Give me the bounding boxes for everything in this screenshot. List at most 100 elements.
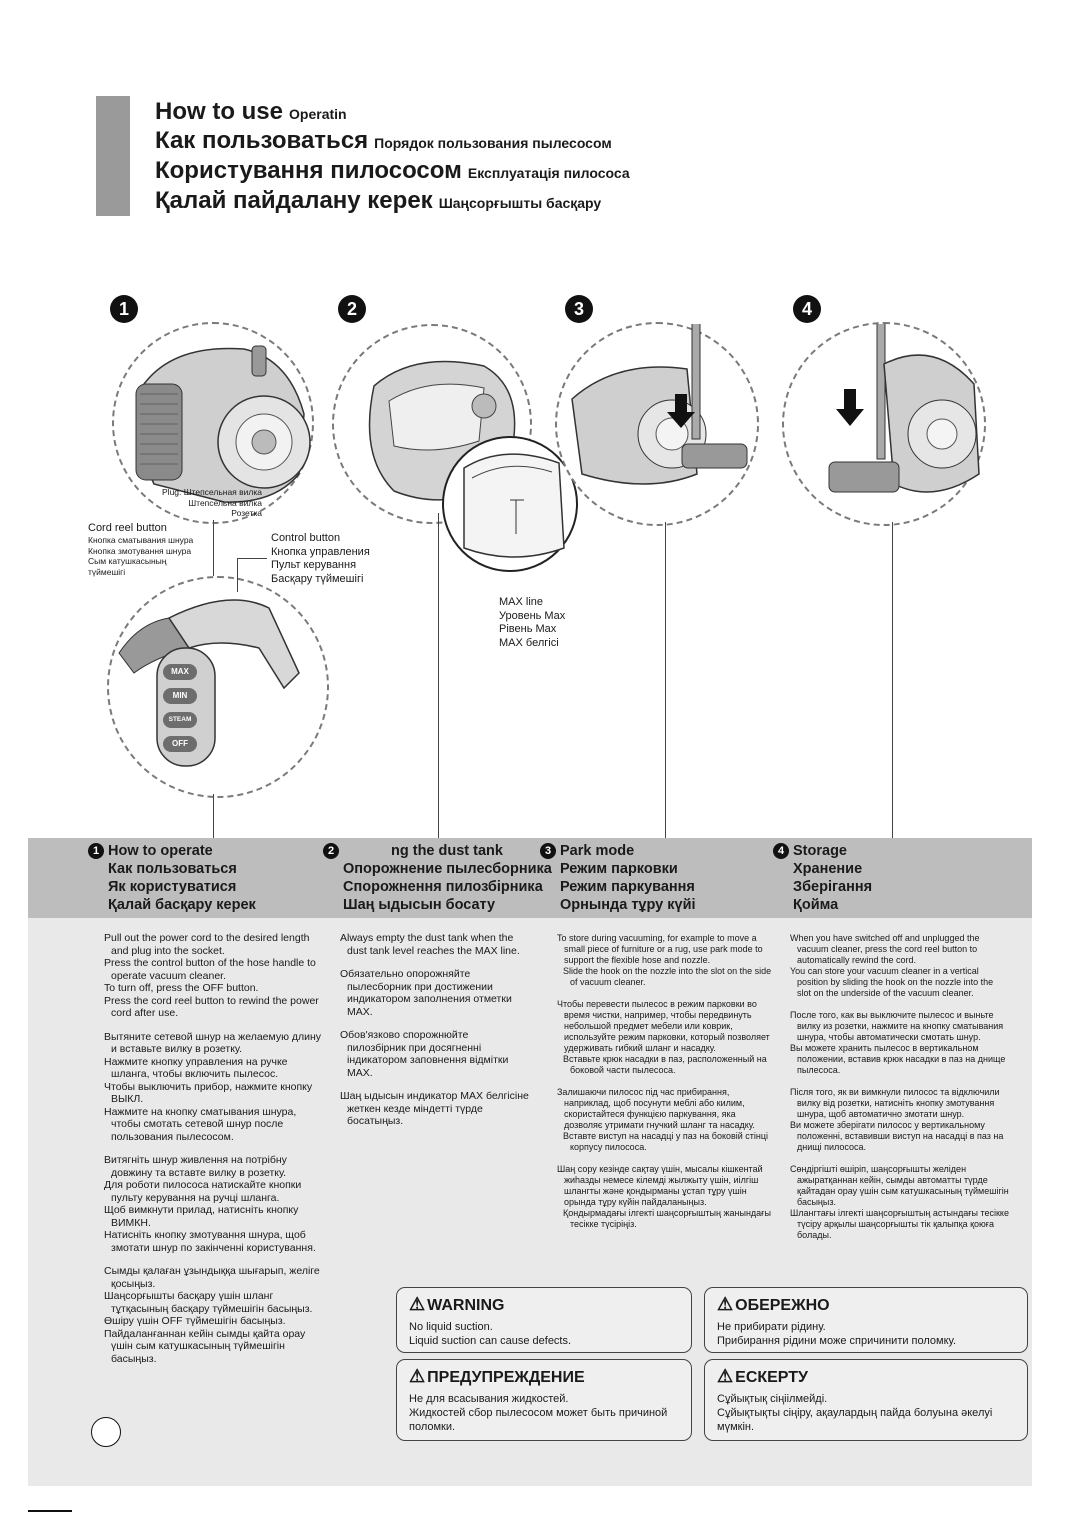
- max-line-callout: MAX line Уровень Max Рівень Max MAX белг…: [499, 596, 565, 650]
- steam-button[interactable]: STEAM: [163, 712, 197, 728]
- instruction-list-ru: После того, как вы выключите пылесос и в…: [789, 1010, 1009, 1076]
- instruction-list-kk: Сөндіргішті өшіріп, шаңсорғышты желіден …: [789, 1164, 1009, 1241]
- section-title: Қалай басқару керек: [108, 897, 256, 913]
- list-item: Нажмите на кнопку сматывания шнура, чтоб…: [104, 1105, 297, 1143]
- callout-line: Кнопка змотування шнура: [88, 545, 192, 556]
- warning-title: ⚠WARNING: [409, 1294, 691, 1316]
- list-item: Натисніть кнопку змотування шнура, щоб з…: [104, 1229, 316, 1254]
- storage-illustration: [828, 318, 980, 493]
- callout-line: Басқару түймешігі: [271, 572, 364, 585]
- list-item: Вы можете хранить пылесос в вертикальном…: [790, 1043, 1006, 1075]
- warning-triangle-icon: ⚠: [409, 1294, 426, 1314]
- warning-box-ru: ⚠ПРЕДУПРЕЖДЕНИЕ Не для всасывания жидкос…: [396, 1359, 692, 1441]
- illustration-circle-1: [112, 322, 314, 524]
- list-item: Pull out the power cord to the desired l…: [104, 932, 310, 957]
- step-badge-2: 2: [338, 295, 366, 323]
- list-item: Press the cord reel button to rewind the…: [104, 994, 319, 1020]
- list-item: Обов'язково спорожнюйте пилозбірник при …: [340, 1029, 509, 1079]
- list-item: Для роботи пилососа натискайте кнопки пу…: [104, 1179, 302, 1204]
- vacuum-body-illustration: [135, 345, 311, 503]
- list-item: To store during vacuuming, for example t…: [557, 933, 763, 965]
- instruction-list-kk: Шаң ыдысын индикатор MAX белгісіне жетке…: [339, 1090, 529, 1128]
- control-button-callout: Control button Кнопка управления Пульт к…: [271, 532, 370, 586]
- list-item: Вытяните сетевой шнур на желаемую длину …: [104, 1030, 322, 1056]
- list-item: Шаң ыдысын индикатор MAX белгісіне жетке…: [340, 1090, 529, 1127]
- instruction-list-uk: Обов'язково спорожнюйте пилозбірник при …: [339, 1029, 529, 1079]
- warning-triangle-icon: ⚠: [717, 1294, 734, 1314]
- page-number-circle: [91, 1417, 121, 1447]
- step-badge-3: 3: [565, 295, 593, 323]
- section-title: Қойма: [793, 897, 839, 913]
- instruction-list-ru: Обязательно опорожняйте пылесборник при …: [339, 968, 529, 1018]
- leader-line: [237, 558, 238, 592]
- section-title: How to operate: [108, 843, 213, 859]
- warning-box-uk: ⚠ОБЕРЕЖНО Не прибирати рідину. Прибиранн…: [704, 1287, 1028, 1353]
- list-subitem: Slide the hook on the nozzle into the sl…: [563, 966, 772, 987]
- list-item: Нажмите кнопку управления на ручке шланг…: [104, 1055, 288, 1081]
- warning-triangle-icon: ⚠: [409, 1366, 426, 1386]
- plug-callout: Plug. Штепсельная вилка Штепсельна вилка…: [150, 487, 262, 519]
- list-item: Always empty the dust tank when the dust…: [340, 932, 520, 957]
- title-sub: Шаңсорғышты басқару: [438, 195, 602, 211]
- footer-rule: [28, 1510, 72, 1512]
- list-subitem: Вставьте крюк насадки в паз, расположенн…: [563, 1054, 767, 1075]
- callout-line: Уровень Max: [499, 609, 566, 622]
- warning-title: ⚠ОБЕРЕЖНО: [717, 1294, 1027, 1316]
- warning-title-text: ЕСКЕРТУ: [735, 1369, 808, 1386]
- title-main: Користування пилососом: [155, 157, 462, 184]
- title-sub: Порядок пользования пылесосом: [374, 135, 612, 151]
- list-item: Шаң сору кезінде сақтау үшін, мысалы кіш…: [557, 1164, 763, 1207]
- list-item: Пайдаланғаннан кейін сымды қайта орау үш…: [104, 1327, 306, 1365]
- instruction-list-en: To store during vacuuming, for example t…: [556, 933, 774, 988]
- section-title: Режим парковки: [560, 861, 678, 877]
- warning-title: ⚠ЕСКЕРТУ: [717, 1366, 1027, 1388]
- section-title: Хранение: [793, 861, 863, 877]
- list-item: Шаңсорғышты басқару үшін шланг тұтқасыны…: [104, 1290, 313, 1315]
- instruction-list-ru: Вытяните сетевой шнур на желаемую длину …: [103, 1031, 325, 1144]
- callout-line: Кнопка управления: [271, 545, 370, 558]
- warning-title-text: WARNING: [427, 1297, 505, 1314]
- callout-line: Cord reel button: [88, 522, 167, 534]
- max-line-zoom-illustration: [463, 453, 565, 558]
- list-item: Після того, як ви вимкнули пилосос та ві…: [790, 1087, 1000, 1119]
- section-title: ng the dust tank: [391, 843, 503, 859]
- list-item: You can store your vacuum cleaner in a v…: [790, 966, 994, 998]
- min-button[interactable]: MIN: [163, 688, 197, 704]
- instruction-list-ru: Чтобы перевести пылесос в режим парковки…: [556, 999, 774, 1076]
- leader-line: [665, 522, 666, 838]
- section-number: 1: [88, 843, 104, 859]
- instruction-list-en: Always empty the dust tank when the dust…: [339, 932, 529, 957]
- instruction-list-kk: Шаң сору кезінде сақтау үшін, мысалы кіш…: [556, 1164, 774, 1230]
- callout-line: MAX line: [499, 596, 544, 608]
- illustration-circle-4: [782, 318, 986, 526]
- cord-reel-callout: Cord reel button Кнопка сматывания шнура…: [88, 522, 193, 577]
- section-title: Storage: [793, 843, 847, 859]
- callout-line: Plug. Штепсельная вилка: [162, 487, 262, 497]
- list-item: Чтобы выключить прибор, нажмите кнопку В…: [104, 1080, 313, 1106]
- warning-line: Сұйықтықты сіңіру, ақаулардың пайда болу…: [717, 1407, 993, 1433]
- section-number: 2: [323, 843, 339, 859]
- max-button[interactable]: MAX: [163, 664, 197, 680]
- list-item: После того, как вы выключите пылесос и в…: [790, 1010, 1004, 1042]
- callout-line: Розетка: [231, 508, 262, 518]
- title-line-kk: Қалай пайдалану керек Шаңсорғышты басқару: [155, 187, 601, 215]
- title-main: Қалай пайдалану керек: [155, 187, 433, 214]
- instruction-list-uk: Після того, як ви вимкнули пилосос та ві…: [789, 1087, 1009, 1153]
- warning-box-kk: ⚠ЕСКЕРТУ Сұйықтық сіңіілмейді. Сұйықтықт…: [704, 1359, 1028, 1441]
- section-title: Опорожнение пылесборника: [343, 861, 552, 877]
- list-subitem: Вставте виступ на насадці у паз на боков…: [563, 1131, 769, 1152]
- callout-line: Пульт керування: [271, 559, 357, 571]
- warning-title-text: ОБЕРЕЖНО: [735, 1297, 830, 1314]
- off-button[interactable]: OFF: [163, 736, 197, 752]
- list-item: Обязательно опорожняйте пылесборник при …: [340, 968, 512, 1018]
- callout-line: түймешігі: [88, 566, 126, 577]
- section-title: Орнында тұру күйі: [560, 897, 696, 913]
- section-header-dust-tank: 2 ng the dust tank Опорожнение пылесборни…: [323, 842, 552, 914]
- leader-line: [892, 522, 893, 838]
- instruction-list-kk: Сымды қалаған ұзындыққа шығарып, желіге …: [103, 1265, 325, 1365]
- warning-triangle-icon: ⚠: [717, 1366, 734, 1386]
- warning-line: Не для всасывания жидкостей.: [409, 1393, 569, 1405]
